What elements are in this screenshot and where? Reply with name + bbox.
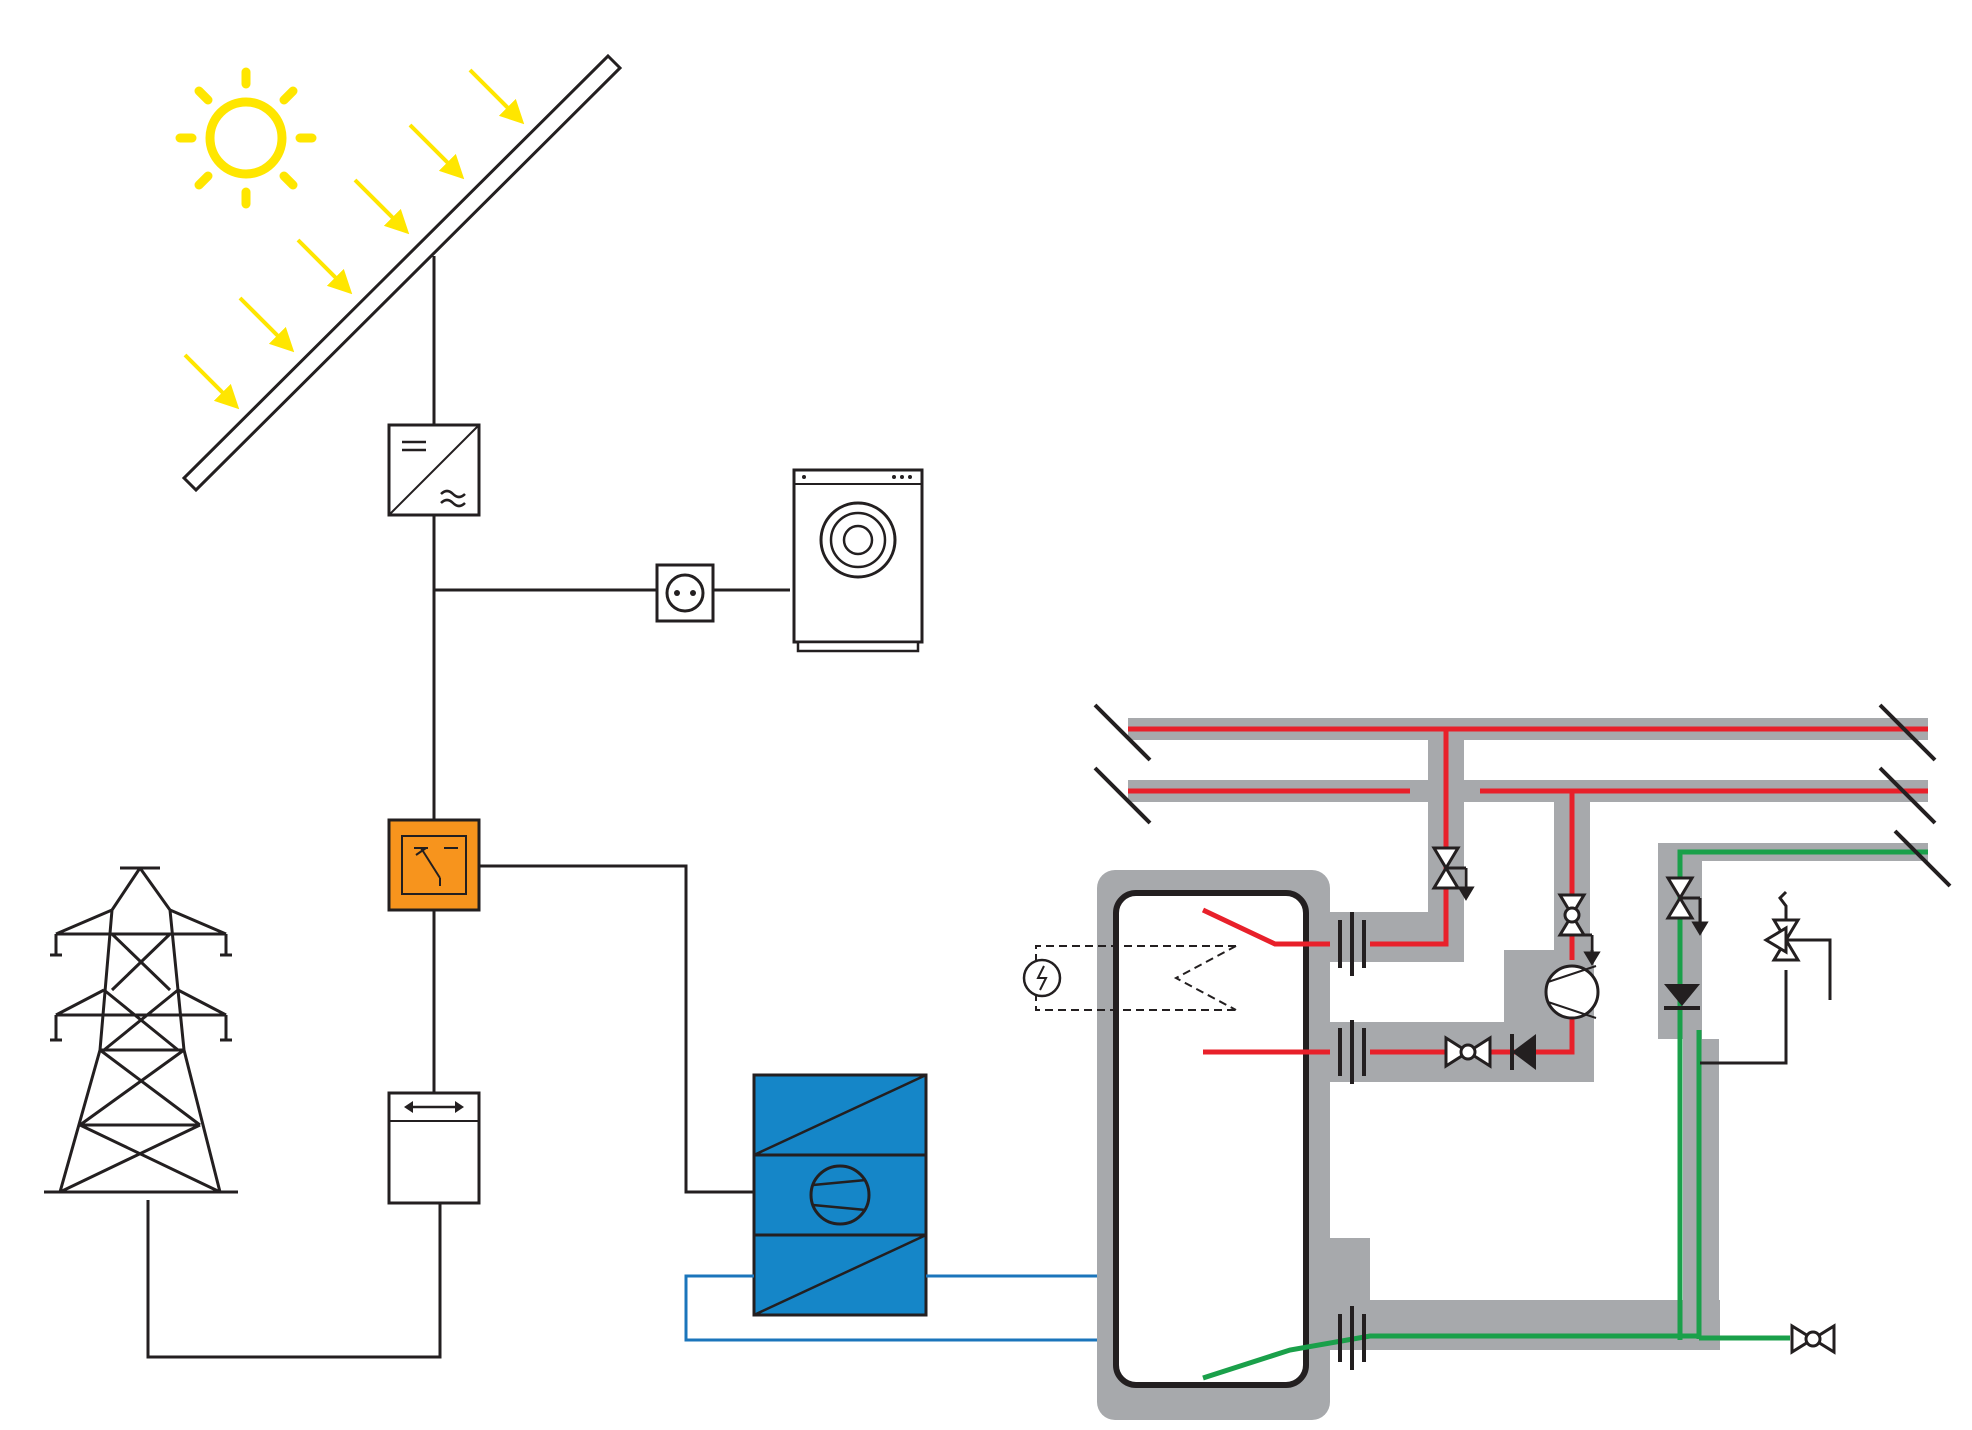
inverter [387, 423, 481, 517]
pipe-break-marks [1093, 703, 1952, 888]
cold-water-lines [1202, 849, 1928, 1381]
safety-valve [1700, 890, 1832, 1065]
circulation-pump [1544, 964, 1600, 1020]
check-valve [1510, 1034, 1536, 1070]
drain-valve-cold [1665, 876, 1709, 936]
hot-water-lines [1128, 726, 1928, 1055]
compressor-icon [809, 1164, 871, 1226]
sun-rays [183, 68, 525, 410]
energy-manager [387, 818, 481, 912]
tank-flanges [1338, 912, 1366, 1370]
drain-valve-circulation [1557, 893, 1601, 966]
power-outlet [655, 563, 715, 623]
electric-heating-element [1022, 945, 1237, 1011]
shutoff-valve-return [1444, 1035, 1492, 1069]
sun-icon [175, 67, 317, 209]
shutoff-valve-drain [1790, 1323, 1836, 1355]
heat-pump [752, 1073, 928, 1317]
check-valve-cold [1664, 984, 1700, 1010]
bidirectional-meter [387, 1091, 481, 1205]
washing-machine [792, 468, 924, 653]
drain-valve-hot-supply [1431, 846, 1475, 901]
storage-tank [1113, 890, 1309, 1388]
electrical-wiring [146, 256, 790, 1359]
pv-panel [181, 53, 623, 493]
transmission-tower [44, 866, 238, 1194]
